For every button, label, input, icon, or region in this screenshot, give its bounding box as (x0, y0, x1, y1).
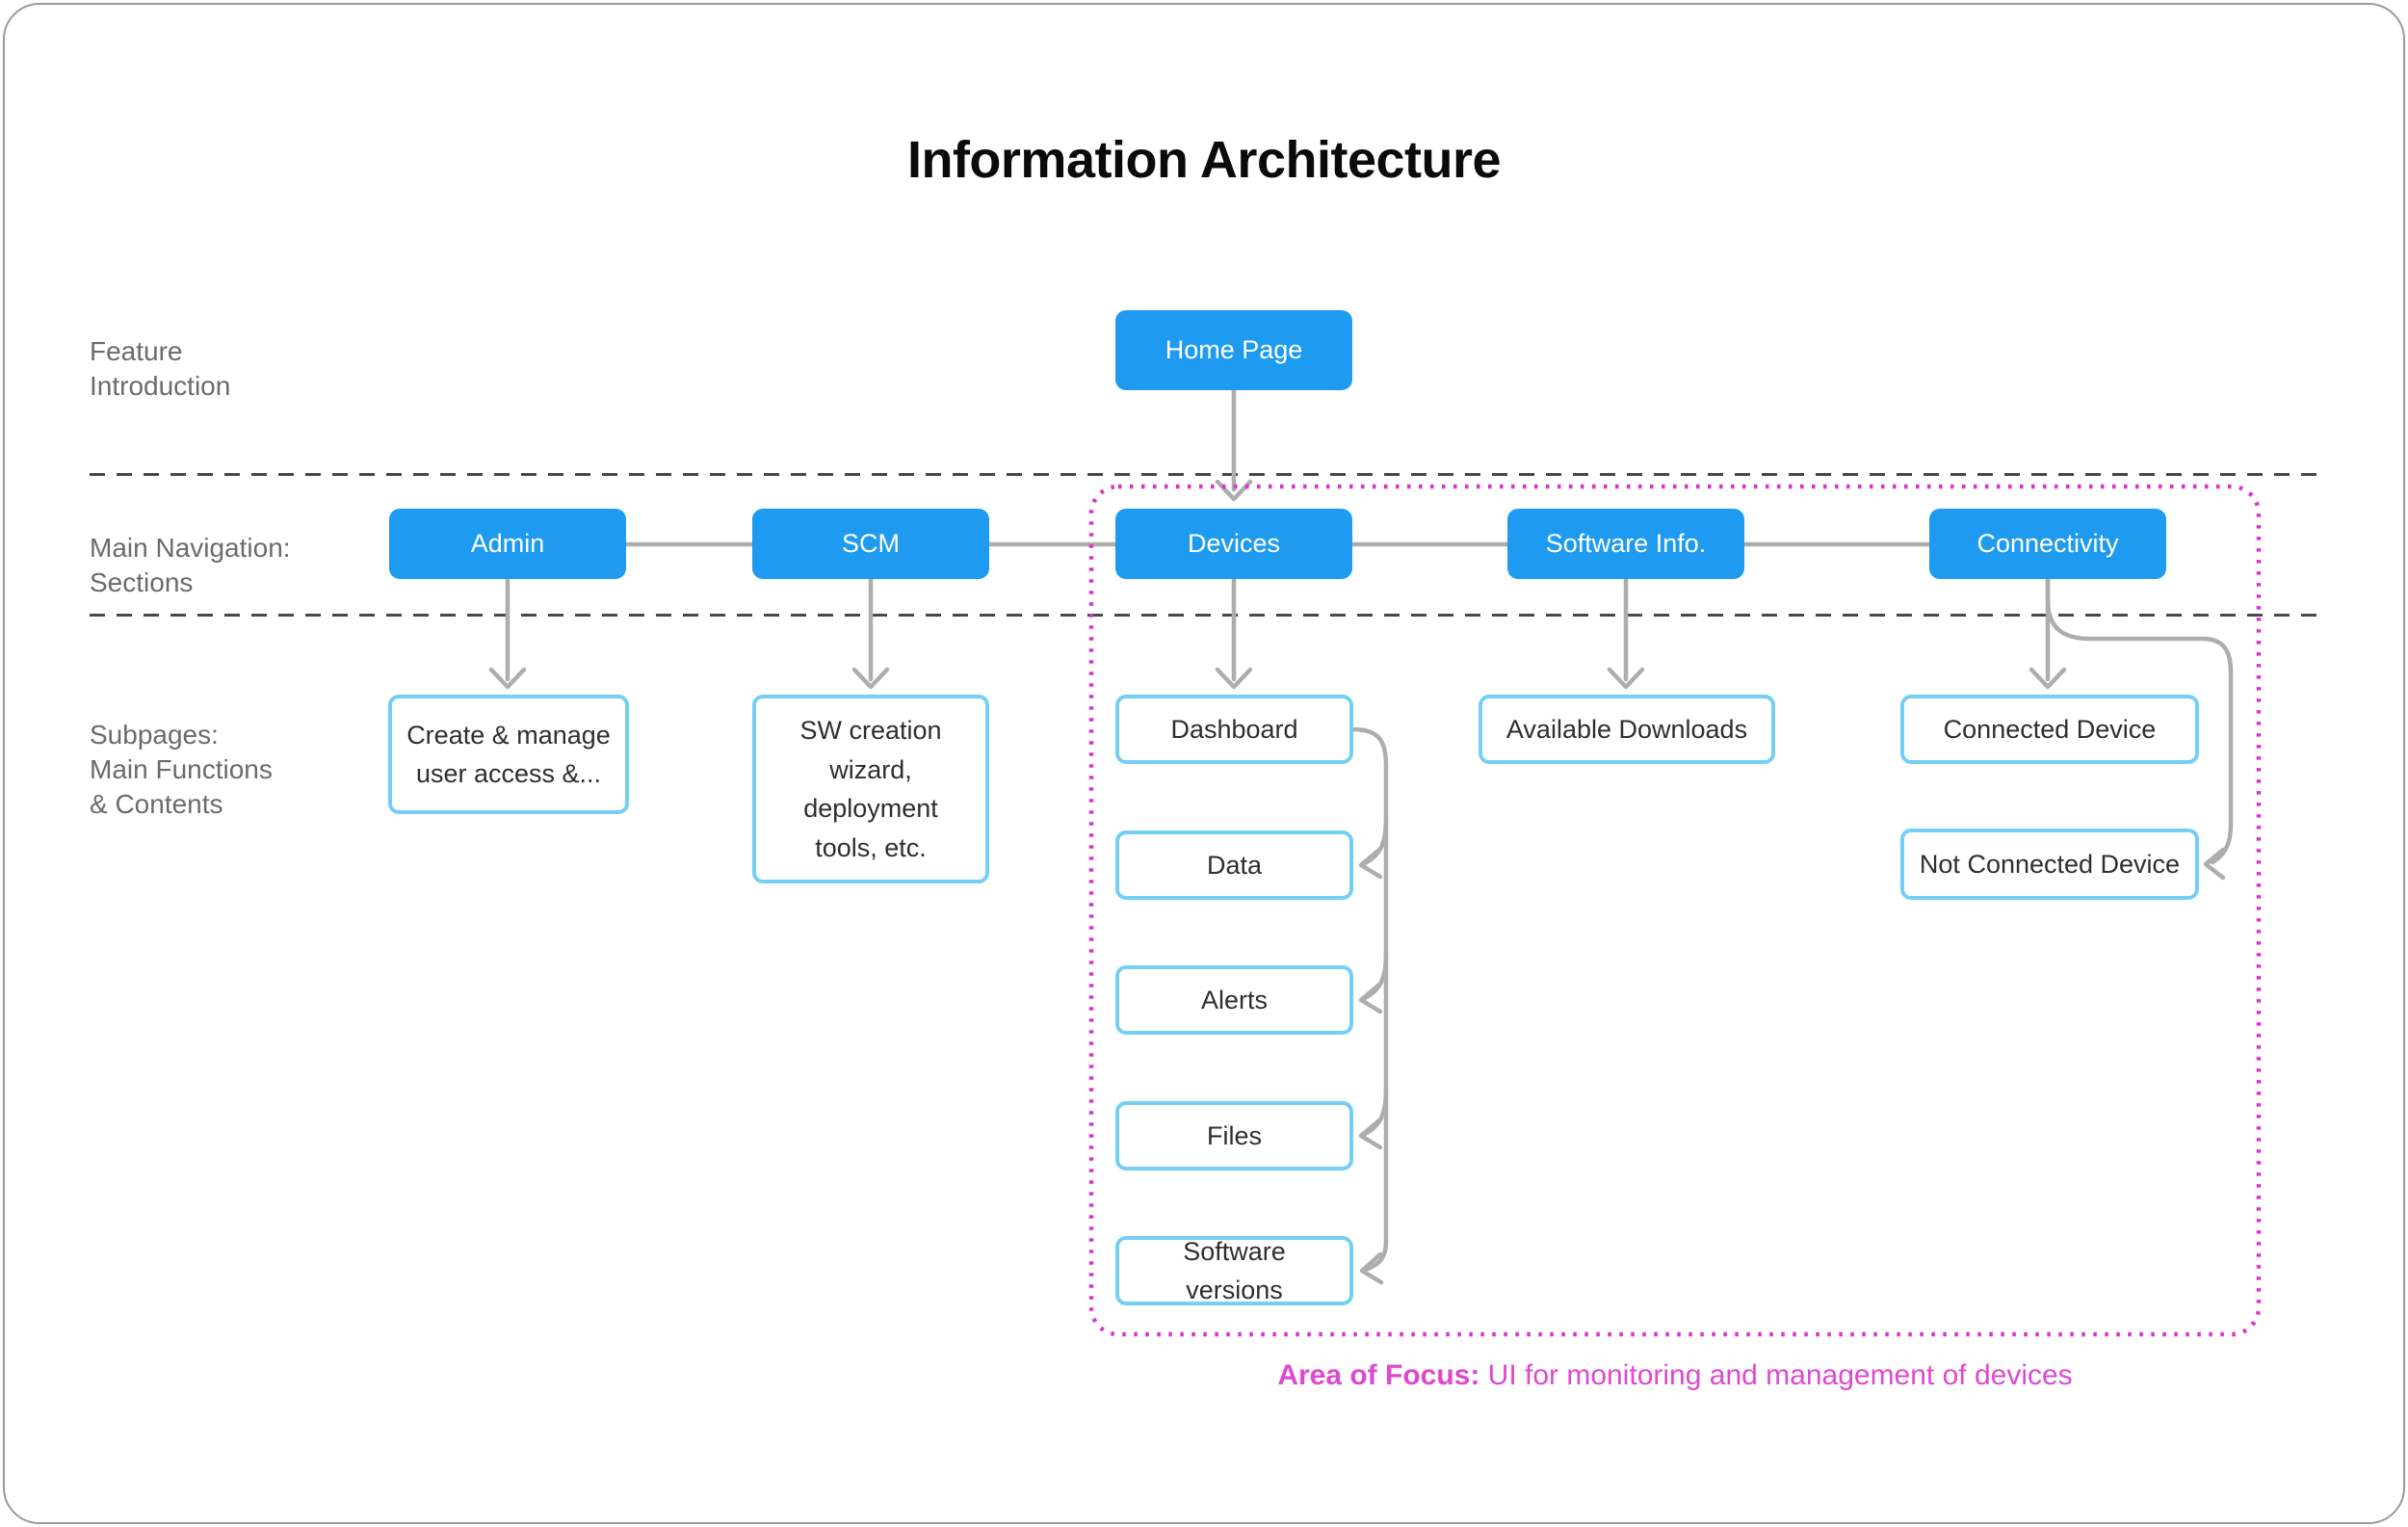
arrowhead-scm-down (851, 667, 890, 690)
dashed-separator-top (90, 473, 2328, 476)
branch-to-data (1360, 816, 1389, 867)
node-files[interactable]: Files (1115, 1101, 1353, 1171)
node-available-downloads[interactable]: Available Downloads (1479, 695, 1775, 764)
branch-to-files (1360, 1087, 1389, 1138)
node-connected-device[interactable]: Connected Device (1900, 695, 2199, 764)
node-admin[interactable]: Admin (389, 509, 626, 579)
row-label-main-navigation: Main Navigation: Sections (90, 533, 291, 597)
node-admin-subpage[interactable]: Create & manage user access &... (388, 695, 629, 814)
node-alerts[interactable]: Alerts (1115, 965, 1353, 1035)
node-software-info[interactable]: Software Info. (1507, 509, 1744, 579)
node-home-page[interactable]: Home Page (1115, 310, 1352, 390)
arrowhead-admin-down (488, 667, 527, 690)
area-of-focus-caption: Area of Focus: UI for monitoring and man… (1091, 1359, 2259, 1392)
arrowhead-files (1358, 1118, 1383, 1150)
node-connectivity[interactable]: Connectivity (1929, 509, 2166, 579)
page-title: Information Architecture (906, 131, 1502, 189)
arrowhead-data (1358, 847, 1383, 880)
row-label-subpages: Subpages: Main Functions & Contents (90, 720, 273, 819)
connector-dashboard-trunk (1350, 726, 1389, 1273)
arrowhead-notconnected (2203, 847, 2226, 881)
node-scm-subpage[interactable]: SW creation wizard, deployment tools, et… (752, 695, 989, 883)
area-of-focus-text: UI for monitoring and management of devi… (1479, 1359, 2073, 1391)
node-scm[interactable]: SCM (752, 509, 989, 579)
area-of-focus-label: Area of Focus: (1277, 1359, 1480, 1391)
node-dashboard[interactable]: Dashboard (1115, 695, 1353, 764)
row-label-feature-introduction: Feature Introduction (90, 336, 231, 401)
node-not-connected-device[interactable]: Not Connected Device (1900, 829, 2199, 900)
node-software-versions[interactable]: Software versions (1115, 1236, 1353, 1305)
arrowhead-alerts (1358, 982, 1383, 1014)
node-data[interactable]: Data (1115, 830, 1353, 900)
node-devices[interactable]: Devices (1115, 509, 1352, 579)
information-architecture-diagram: Information Architecture Feature Introdu… (3, 3, 2405, 1524)
branch-to-alerts (1360, 951, 1389, 1002)
